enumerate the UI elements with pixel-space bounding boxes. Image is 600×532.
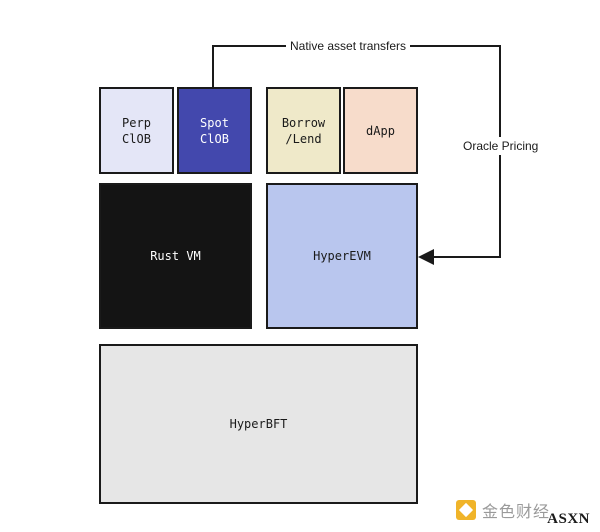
native-asset-transfers-label: Native asset transfers (286, 39, 411, 53)
asxn-brand: ASXN (547, 511, 590, 527)
dapp-block: dApp (343, 87, 418, 174)
borrow-lend-block: Borrow /Lend (266, 87, 341, 174)
native-transfer-connector (212, 45, 501, 265)
watermark-logo-icon (455, 500, 476, 520)
spot-clob-block: Spot ClOB (177, 87, 252, 174)
rust-vm-block: Rust VM (99, 183, 252, 329)
perp-clob-block: Perp ClOB (99, 87, 174, 174)
oracle-pricing-label: Oracle Pricing (460, 137, 542, 155)
watermark: 金色财经 (455, 498, 550, 522)
hyperevm-block: HyperEVM (266, 183, 418, 329)
watermark-text: 金色财经 (481, 504, 550, 521)
hyperbft-block: HyperBFT (99, 344, 418, 504)
